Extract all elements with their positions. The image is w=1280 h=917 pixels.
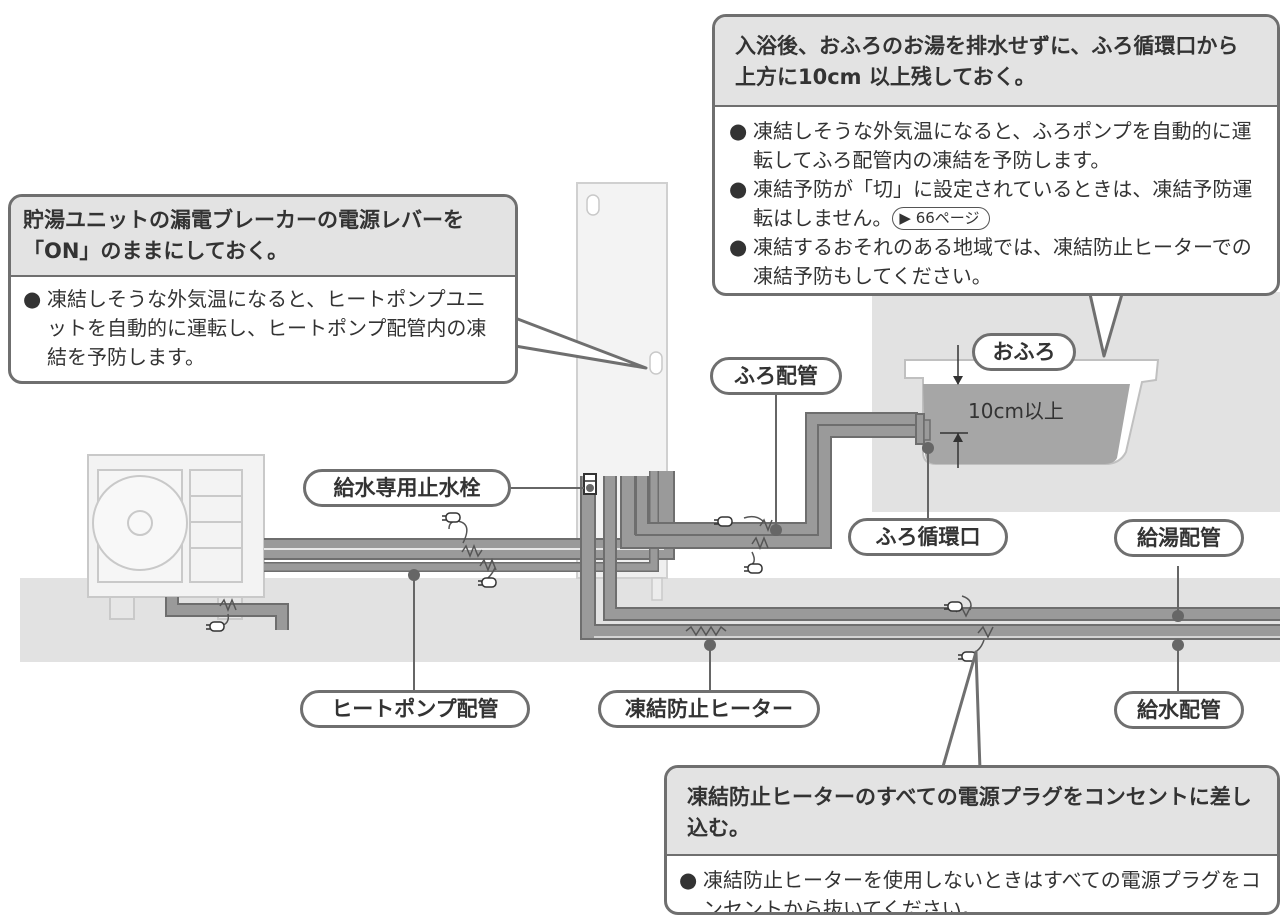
heater-callout-header: 凍結防止ヒーターのすべての電源プラグをコンセントに差し込む。 [667,768,1277,856]
leader-lines [413,394,1179,694]
bullet-icon: ● [23,287,42,311]
bullet-icon: ● [679,868,698,892]
label-water-valve: 給水専用止水栓 [303,469,511,507]
bullet-icon: ● [729,119,748,143]
heater-callout-body: ● 凍結防止ヒーターを使用しないときはすべての電源プラグをコンセントから抜いてく… [667,856,1277,915]
label-bath-pipe: ふろ配管 [710,357,842,395]
bullet-text: 凍結しそうな外気温になると、ふろポンプを自動的に運転してふろ配管内の凍結を予防し… [753,119,1252,172]
bath-callout-body: ● 凍結しそうな外気温になると、ふろポンプを自動的に運転してふろ配管内の凍結を予… [715,107,1277,291]
heat-pump-unit [87,454,265,620]
bath-callout-header: 入浴後、おふろのお湯を排水せずに、ふろ循環口から上方に10cm 以上残しておく。 [715,17,1277,107]
breaker-callout-body: ● 凍結しそうな外気温になると、ヒートポンプユニットを自動的に運転し、ヒートポン… [11,277,515,380]
bullet-item: ● 凍結しそうな外気温になると、ふろポンプを自動的に運転してふろ配管内の凍結を予… [729,117,1265,175]
label-heat-pump-pipe: ヒートポンプ配管 [300,690,530,728]
leader-dots [408,442,1184,651]
heater-callout: 凍結防止ヒーターのすべての電源プラグをコンセントに差し込む。 ● 凍結防止ヒータ… [664,765,1280,915]
bullet-text: 凍結防止ヒーターを使用しないときはすべての電源プラグをコンセントから抜いてくださ… [703,868,1261,915]
page-reference-link[interactable]: ▶ 66ページ [892,207,990,230]
label-bath-port: ふろ循環口 [848,518,1008,556]
bath-callout: 入浴後、おふろのお湯を排水せずに、ふろ循環口から上方に10cm 以上残しておく。… [712,14,1280,296]
breaker-callout: 貯湯ユニットの漏電ブレーカーの電源レバーを「ON」のままにしておく。 ● 凍結し… [8,194,518,384]
bullet-item: ● 凍結防止ヒーターを使用しないときはすべての電源プラグをコンセントから抜いてく… [679,866,1265,915]
callout-pointers [514,293,1124,771]
bathtub [904,345,1160,468]
label-supply-pipe: 給水配管 [1114,691,1244,729]
bullet-item: ● 凍結するおそれのある地域では、凍結防止ヒーターでの凍結予防もしてください。 [729,233,1265,291]
bullet-text: 凍結しそうな外気温になると、ヒートポンプユニットを自動的に運転し、ヒートポンプ配… [47,287,487,369]
label-bath: おふろ [972,333,1076,371]
label-heater: 凍結防止ヒーター [598,690,820,728]
bullet-text: 凍結するおそれのある地域では、凍結防止ヒーターでの凍結予防もしてください。 [753,235,1252,288]
label-hot-water-pipe: 給湯配管 [1114,519,1244,557]
bullet-item: ● 凍結しそうな外気温になると、ヒートポンプユニットを自動的に運転し、ヒートポン… [23,285,503,372]
bullet-text: 凍結予防が「切」に設定されているときは、凍結予防運転はしません。▶ 66ページ [753,175,1265,233]
bullet-item: ● 凍結予防が「切」に設定されているときは、凍結予防運転はしません。▶ 66ペー… [729,175,1265,233]
breaker-callout-header: 貯湯ユニットの漏電ブレーカーの電源レバーを「ON」のままにしておく。 [11,197,515,277]
bullet-icon: ● [729,177,748,201]
water-level-label: 10cm以上 [968,399,1064,423]
bullet-icon: ● [729,235,748,259]
bullet-text-main: 凍結予防が「切」に設定されているときは、凍結予防運転はしません。 [753,177,1253,230]
